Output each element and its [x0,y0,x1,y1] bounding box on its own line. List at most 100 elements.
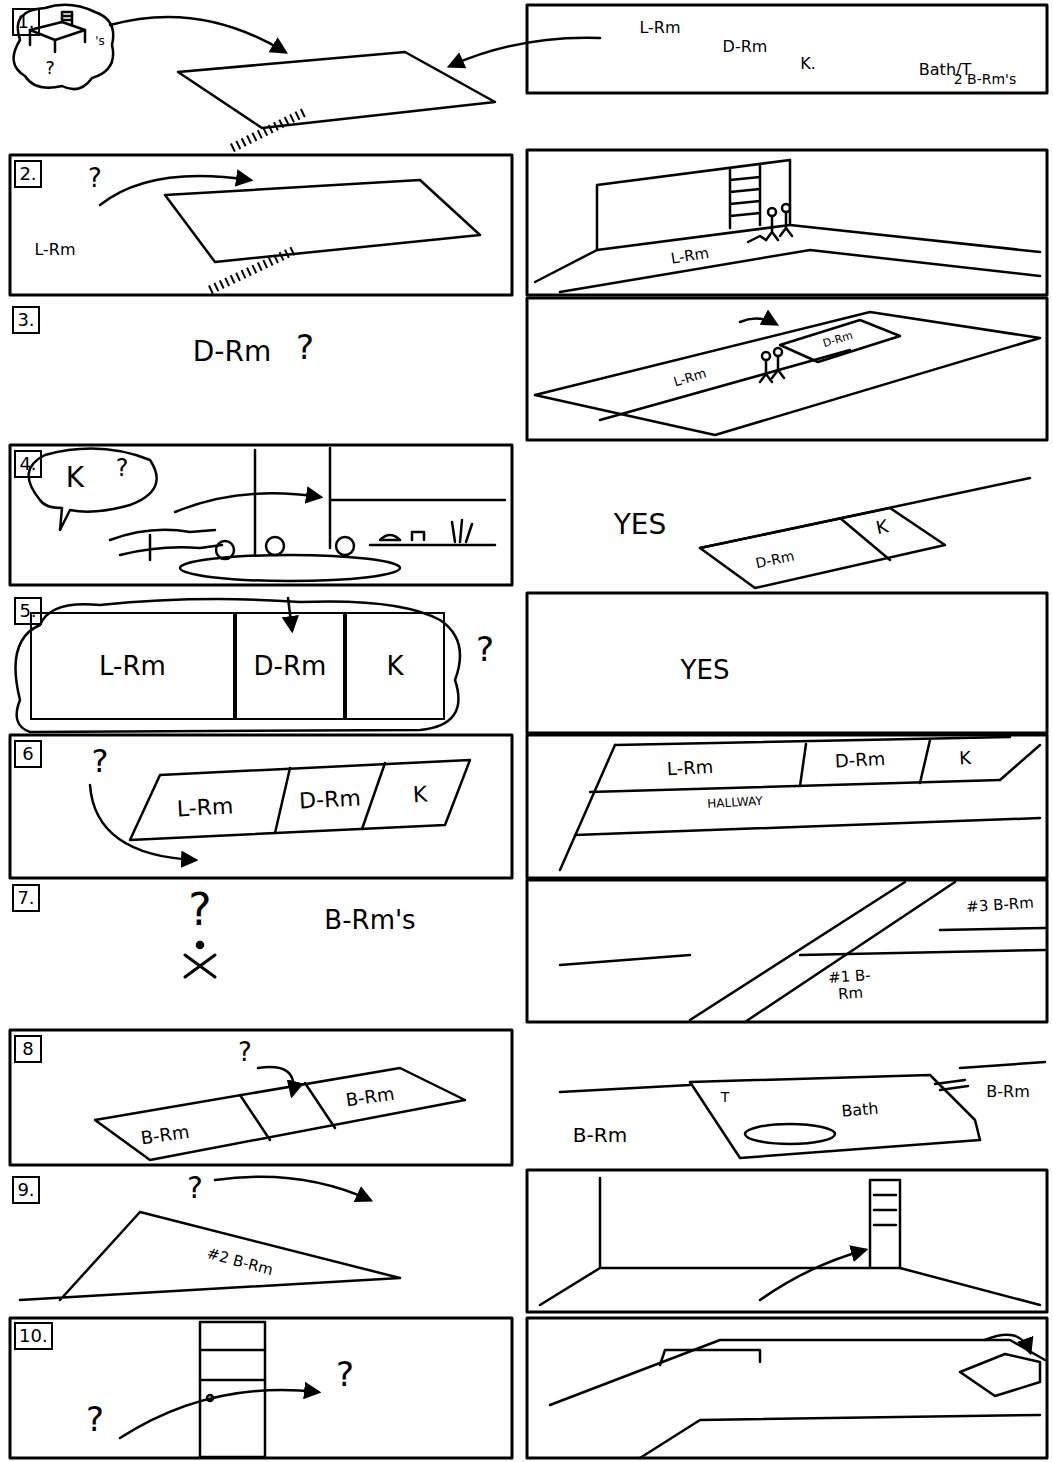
row-two-sketch-stroke [535,225,1040,292]
row-eight-sketch-stroke [745,1124,835,1144]
row-ten-sketch-stroke [200,1350,265,1380]
fixture-label: Bath [841,1100,880,1121]
question-mark: ? [116,455,129,481]
row-nine-sketch-stroke [215,1177,370,1200]
row-ten-sketch-stroke [200,1322,265,1457]
room-label: D-Rm [193,337,271,368]
panel-number: 8 [14,1035,42,1063]
row-four-sketch-stroke [336,537,354,555]
row-one-sketch-stroke [110,17,285,52]
question-mark: ? [88,164,102,193]
fixture-label: T [721,1090,730,1105]
panel-frame-stroke [527,735,1047,878]
row-eight-sketch-stroke [690,1075,980,1158]
room-label: B-Rm [139,1122,190,1148]
room-name: K [386,652,403,681]
row-eight-sketch-stroke [560,1062,1045,1092]
question-mark: ? [296,329,314,366]
room-name: D-Rm [254,652,327,681]
room-label: B-Rm [986,1083,1029,1101]
row-seven-sketch-stroke [560,928,1045,965]
room-label: D-Rm [754,548,796,571]
panel-number: 10. [14,1322,53,1350]
row-one-sketch-stroke [232,112,305,148]
room-label: D-Rm [834,749,885,771]
row-two-sketch-stroke [597,160,790,250]
row-one-sketch-stroke [14,5,114,89]
panel-number: 9. [12,1176,40,1204]
row-two-sketch-stroke [165,180,480,262]
panel-frame-stroke [527,150,1047,295]
question-mark: ? [188,886,211,934]
row-two-sketch-stroke [210,250,295,290]
row-four-sketch-stroke [180,555,400,581]
row-four-sketch [29,448,1030,588]
panel-frame-stroke [527,880,1047,1022]
room-label: B-Rm's [324,906,415,935]
row-three-sketch-stroke [772,356,784,378]
row-four-sketch-stroke [700,508,945,588]
panel-frame-stroke [527,5,1047,93]
row-two-sketch-stroke [748,236,766,242]
row-three-sketch-stroke [740,318,776,324]
panel-number-text: 3. [17,310,34,330]
panel-frame-stroke [10,1318,512,1458]
room-label: D-Rm [821,330,854,351]
panel-number: 6 [14,740,42,768]
row-four-sketch-stroke [370,544,495,547]
panel-number-text: 7. [17,888,34,908]
row-seven-sketch-stroke [185,955,215,977]
row-six-sketch-stroke [130,760,470,840]
row-ten-sketch-stroke [550,1340,1045,1405]
row-four-sketch-stroke [255,448,505,555]
row-ten-sketch-stroke [985,1335,1030,1352]
panel-frame [10,5,1047,1458]
row-five-sketch-stroke [16,599,461,732]
room-label: L-Rm [670,245,711,267]
row-four-sketch-stroke [110,530,222,560]
row-five-sketch [16,598,461,732]
row-nine-sketch-stroke [760,1250,865,1300]
row-three-sketch-stroke [760,360,772,382]
room-label: L-Rm [672,366,708,389]
row-eight-sketch [95,1062,1045,1160]
row-nine-sketch-stroke [20,1212,400,1300]
room-label: 2 B-Rm's [954,72,1017,87]
row-four-sketch-stroke [29,449,157,530]
room-label: B-Rm [344,1084,395,1110]
question-mark: ? [86,1401,104,1438]
row-seven-sketch [185,882,1045,1022]
annotation: 's [95,35,105,48]
room-label: L-Rm [34,241,75,259]
question-mark: ? [92,744,109,779]
room-label: K [959,748,972,768]
row-nine-sketch-stroke [874,1195,896,1225]
row-two-sketch [100,160,1040,292]
row-nine-sketch [20,1177,1040,1305]
question-mark: ? [476,631,494,668]
room-label: HALLWAY [707,795,763,811]
room-name: L-Rm [99,652,166,681]
panel-frame-stroke [10,735,512,878]
row-ten-sketch-stroke [120,1390,318,1438]
panel-frame-stroke [527,1170,1047,1312]
row-four-sketch-stroke [266,537,284,555]
room-label: #2 B-Rm [205,1245,275,1278]
panel-number-text: 10. [19,1326,48,1346]
row-nine-sketch-stroke [870,1180,900,1268]
panel-number: 2. [14,160,42,188]
row-five-sketch-stroke [288,598,292,630]
room-label: K. [800,55,816,73]
row-four-sketch-stroke [175,493,320,512]
panel-number-text: 9. [17,1180,34,1200]
panel-number-text: 4. [19,454,36,474]
row-four-sketch-stroke [380,520,472,542]
row-three-sketch-stroke [535,312,1040,435]
answer-text: YES [614,510,667,541]
panel-number-text: 2. [19,164,36,184]
row-three-sketch [535,312,1040,435]
room-label: D-Rm [299,786,362,813]
room-label: L-Rm [176,794,234,821]
